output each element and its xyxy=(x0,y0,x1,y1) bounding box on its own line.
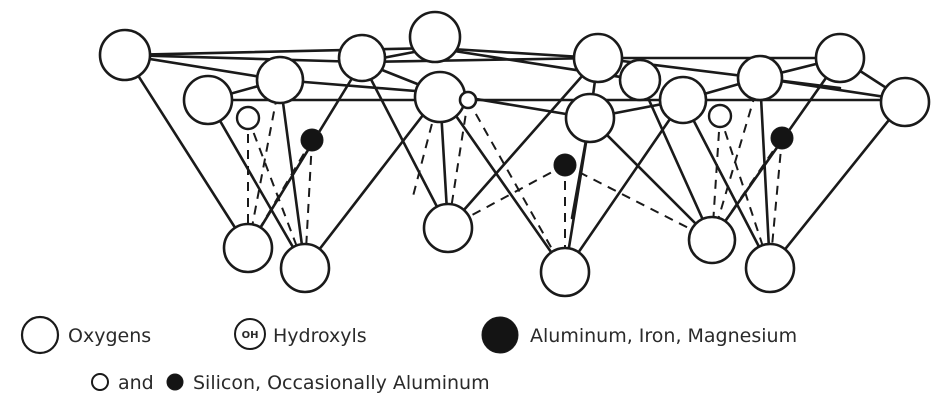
oxygen-atom xyxy=(658,75,708,125)
oxygen-atom xyxy=(222,222,274,274)
oxygen-atom xyxy=(618,58,662,102)
oxygen-atom xyxy=(539,246,591,298)
silicon-filled-legend-icon xyxy=(166,373,184,391)
metal-cation xyxy=(553,153,577,177)
metal-cations xyxy=(300,126,794,177)
metal-legend-icon xyxy=(481,316,519,354)
hydroxyl-legend-icon xyxy=(234,318,266,350)
oxygen-atom xyxy=(814,32,866,84)
legend-oxygens-label: Oxygens xyxy=(68,325,151,347)
oxygen-atom xyxy=(736,54,784,102)
oxygen-atom xyxy=(879,76,931,128)
metal-cation xyxy=(300,128,324,152)
silicon-atom xyxy=(707,103,733,129)
oxygen-atom xyxy=(279,242,331,294)
legend-and-word: and xyxy=(118,372,154,394)
oxygen-atom xyxy=(408,10,462,64)
oxygen-atoms xyxy=(98,10,931,298)
oxygen-legend-icon xyxy=(20,315,60,355)
oxygen-atom xyxy=(572,32,624,84)
oxygen-atom xyxy=(255,55,305,105)
legend-tetrahedral-label: Silicon, Occasionally Aluminum xyxy=(193,372,490,394)
oxygen-atom xyxy=(337,33,387,83)
oxygen-atom xyxy=(413,70,467,124)
metal-cation xyxy=(770,126,794,150)
legend-octahedral-label: Aluminum, Iron, Magnesium xyxy=(530,325,797,347)
oxygen-atom xyxy=(458,90,478,110)
silicon-open-legend-icon xyxy=(91,373,109,391)
legend-hydroxyls-label: Hydroxyls xyxy=(273,325,367,347)
legend: Oxygens OH Hydroxyls Aluminum, Iron, Mag… xyxy=(20,315,797,394)
oxygen-atom xyxy=(182,74,234,126)
oxygen-atom xyxy=(98,28,152,82)
oxygen-atom xyxy=(564,92,616,144)
hydroxyl-symbol: OH xyxy=(242,330,259,341)
oxygen-atom xyxy=(422,202,474,254)
silicon-atoms-open xyxy=(235,103,733,131)
oxygen-atom xyxy=(687,215,737,265)
silicon-atom xyxy=(235,105,261,131)
oxygen-atom xyxy=(744,242,796,294)
